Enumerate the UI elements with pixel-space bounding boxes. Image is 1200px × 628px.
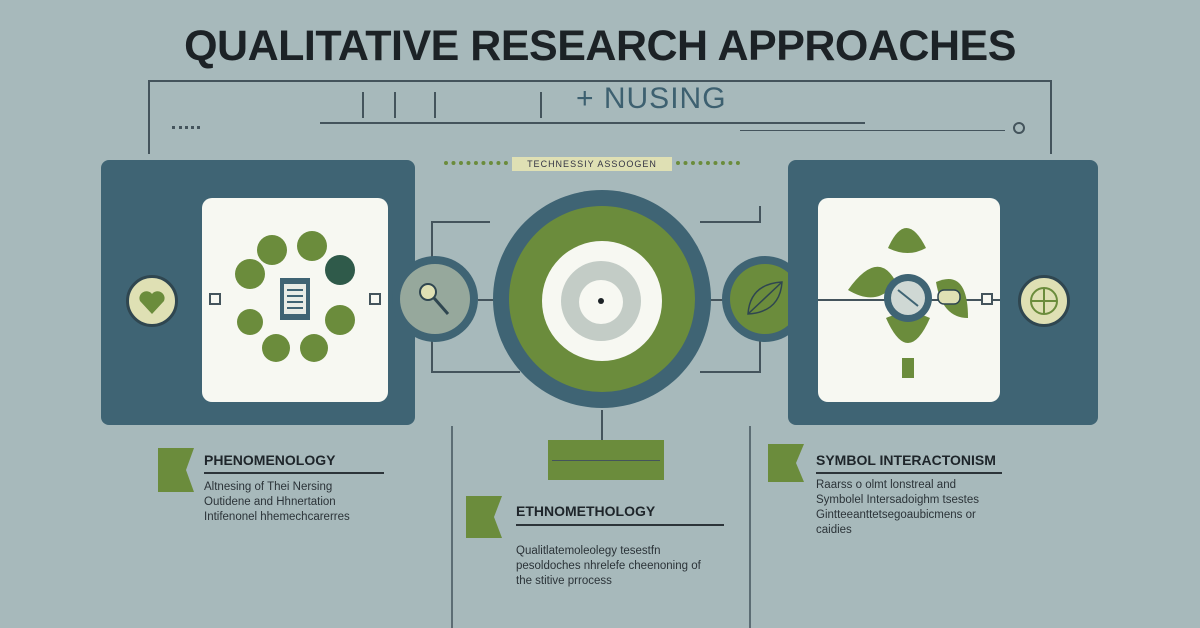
small-circle-mark <box>1013 122 1025 134</box>
node-2 <box>297 231 327 261</box>
upper-right-bracket <box>700 206 761 223</box>
tick-1 <box>362 92 364 118</box>
section-flag-3 <box>768 444 804 482</box>
bottom-leaf <box>886 313 930 343</box>
tick-4 <box>540 92 542 118</box>
tick-2 <box>394 92 396 118</box>
banner-label: TECHNESSIY ASSOOGEN <box>512 157 672 171</box>
axis-node-right-card <box>981 293 993 305</box>
lower-left-bracket <box>431 336 520 373</box>
center-lower-box-line <box>552 460 660 461</box>
section-heading-ethnomethology: ETHNOMETHOLOGY <box>516 503 656 519</box>
node-6 <box>325 305 355 335</box>
axis-node-right <box>369 293 381 305</box>
top-frame-left-edge <box>148 80 150 154</box>
dotted-line <box>172 126 200 129</box>
node-5 <box>237 309 263 335</box>
magnifier-icon <box>419 283 450 315</box>
node-3 <box>235 259 265 289</box>
node-8 <box>300 334 328 362</box>
lower-right-bracket <box>700 338 761 373</box>
node-7 <box>262 334 290 362</box>
subtitle: + NUSING <box>576 82 727 115</box>
top-frame-line <box>148 80 1052 82</box>
grid-icon <box>1030 287 1058 315</box>
leaf-icon <box>747 281 783 315</box>
right-card-illustration <box>818 228 1000 378</box>
section-underline-3 <box>816 472 1002 474</box>
section-text-1: Altnesing of Thei Nersing Outidene and H… <box>204 481 350 523</box>
banner-dots-right <box>676 161 740 165</box>
target-icon <box>598 298 604 304</box>
section-flag-1 <box>158 448 194 492</box>
heart-icon <box>139 291 165 314</box>
node-4 <box>325 255 355 285</box>
section-text-2: Qualitlatemoleolegy tesestfn pesoldoches… <box>516 545 701 587</box>
subtitle-rule-right <box>740 130 1005 131</box>
upper-left-bracket <box>431 221 490 260</box>
node-1 <box>257 235 287 265</box>
section-underline-2 <box>516 524 724 526</box>
section-underline-1 <box>204 472 384 474</box>
top-leaf <box>888 228 926 253</box>
left-leaf <box>848 266 896 298</box>
axis-node-left <box>209 293 221 305</box>
banner-dots-left <box>444 161 508 165</box>
section-heading-symbol-interactonism: SYMBOL INTERACTONISM <box>816 452 996 468</box>
concept-map <box>209 231 381 362</box>
tick-3 <box>434 92 436 118</box>
section-text-3: Raarss o olmt lonstreal and Symbolel Int… <box>816 479 979 536</box>
section-heading-phenomenology: PHENOMENOLOGY <box>204 452 336 468</box>
subtitle-rule <box>320 122 865 124</box>
page-title: QUALITATIVE RESEARCH APPROACHES <box>184 22 1016 70</box>
top-frame-right-edge <box>1050 80 1052 154</box>
section-flag-2 <box>466 496 502 538</box>
clipboard-icon <box>280 278 310 320</box>
